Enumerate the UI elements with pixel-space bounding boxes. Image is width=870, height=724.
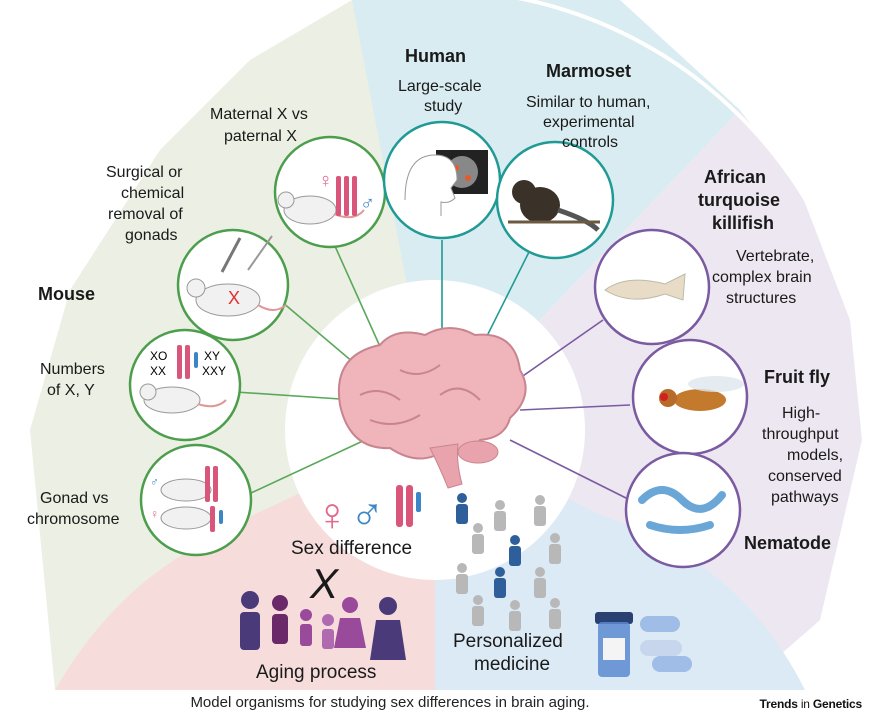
- label-killifish-desc-3: structures: [726, 290, 797, 307]
- label-human: Human: [405, 46, 467, 66]
- circle-gonad: ♂ ♀: [139, 443, 253, 557]
- family-figures: [240, 591, 406, 660]
- label-fruitfly-desc-4: conserved: [768, 468, 842, 485]
- pill-bottle: [595, 612, 633, 677]
- journal-logo-part-2: in: [797, 697, 813, 711]
- label-killifish-desc-2: complex brain: [712, 269, 812, 286]
- person-figure: [549, 598, 561, 629]
- label-sex-difference: Sex difference: [291, 538, 413, 559]
- person-figure: [472, 523, 484, 554]
- label-surgical-1: Surgical or: [106, 164, 183, 181]
- label-human-desc-2: study: [424, 98, 463, 115]
- person-figure: [509, 535, 521, 566]
- people-grid: [456, 493, 561, 631]
- male-symbol: ♂: [350, 488, 385, 540]
- label-personalized-1: Personalized: [453, 631, 563, 652]
- label-gonad-2: chromosome: [27, 511, 120, 528]
- circle-numbers: [128, 328, 242, 442]
- person-figure: [494, 500, 506, 531]
- label-mouse: Mouse: [38, 284, 96, 304]
- person-figure: [472, 595, 484, 626]
- person-figure: [456, 563, 468, 594]
- circle-surgical: [176, 228, 290, 342]
- person-figure: [534, 495, 546, 526]
- label-killifish-desc-1: Vertebrate,: [736, 248, 815, 265]
- label-numbers-2: of X, Y: [47, 382, 95, 399]
- circle-maternal: [273, 135, 387, 249]
- label-killifish-2: turquoise: [698, 190, 781, 210]
- label-marmoset-desc-1: Similar to human,: [526, 94, 651, 111]
- label-aging-process: Aging process: [256, 662, 377, 683]
- label-surgical-2: chemical: [121, 185, 185, 202]
- person-figure: [549, 533, 561, 564]
- label-marmoset: Marmoset: [546, 61, 632, 81]
- figure-caption: Model organisms for studying sex differe…: [190, 694, 590, 711]
- pills: [640, 616, 692, 672]
- circle-marmoset: [495, 140, 615, 260]
- label-fruitfly-desc-5: pathways: [771, 489, 839, 506]
- label-numbers-1: Numbers: [40, 361, 105, 378]
- label-fruitfly: Fruit fly: [764, 367, 830, 387]
- person-figure: [509, 600, 521, 631]
- circle-fruitfly: [631, 338, 749, 456]
- label-personalized-2: medicine: [474, 654, 551, 675]
- label-gonad-1: Gonad vs: [40, 490, 109, 507]
- karyotype-xo: XO: [150, 349, 167, 363]
- journal-logo-part-3: Genetics: [812, 697, 862, 711]
- karyotype-xy: XY: [204, 349, 220, 363]
- circle-killifish: [593, 228, 711, 346]
- svg-text:♀: ♀: [150, 507, 159, 521]
- person-figure: [494, 567, 506, 598]
- label-killifish-3: killifish: [712, 213, 775, 233]
- label-maternal-1: Maternal X vs: [210, 106, 308, 123]
- karyotype-xxy: XXY: [202, 364, 226, 378]
- label-cross: X: [310, 560, 339, 607]
- svg-text:♂: ♂: [150, 475, 159, 489]
- label-marmoset-desc-2: experimental: [543, 114, 635, 131]
- female-symbol-small: ♀: [318, 170, 333, 192]
- label-surgical-4: gonads: [125, 227, 178, 244]
- label-marmoset-desc-3: controls: [562, 134, 619, 151]
- label-maternal-2: paternal X: [224, 128, 297, 145]
- label-fruitfly-desc-1: High-: [782, 405, 821, 422]
- journal-logo-part-1: Trends: [759, 697, 798, 711]
- label-fruitfly-desc-3: models,: [787, 447, 844, 464]
- label-killifish-1: African: [704, 167, 767, 187]
- circle-human: [382, 120, 502, 240]
- invertebrate-connectors: [509, 319, 631, 501]
- person-figure: [534, 567, 546, 598]
- journal-logo: Trends in Genetics: [759, 697, 863, 711]
- label-surgical-3: removal of: [108, 206, 183, 223]
- label-fruitfly-desc-2: throughput: [762, 426, 839, 443]
- female-symbol: ♀: [315, 488, 350, 540]
- karyotype-xx: XX: [150, 364, 166, 378]
- brain-illustration: [337, 327, 527, 489]
- male-symbol-small: ♂: [360, 193, 375, 215]
- surgical-mark: X: [228, 288, 240, 308]
- circle-nematode: [624, 451, 742, 569]
- label-human-desc-1: Large-scale: [398, 78, 482, 95]
- person-figure: [456, 493, 468, 524]
- label-nematode: Nematode: [744, 533, 832, 553]
- chromosome-pair: [396, 485, 421, 527]
- outer-border: [0, 0, 870, 430]
